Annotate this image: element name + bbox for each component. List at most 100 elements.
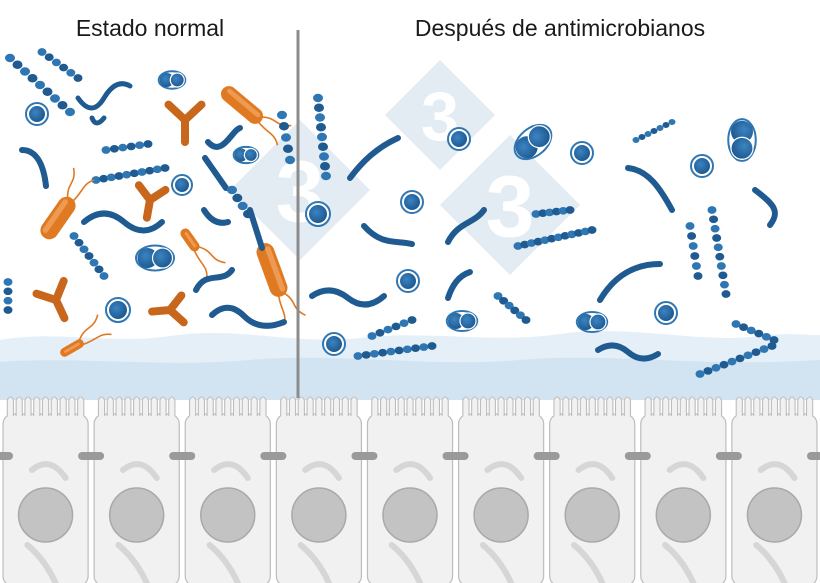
- microvilli: [553, 396, 632, 416]
- cell-nucleus: [17, 487, 74, 543]
- cytoplasm-shading: [753, 461, 798, 583]
- cytoplasm-shading: [297, 461, 342, 583]
- microvilli: [462, 396, 540, 416]
- microvilli: [644, 396, 723, 416]
- tight-junction: [169, 452, 196, 460]
- spirillum-icon: [193, 267, 235, 293]
- tight-junction: [260, 452, 287, 460]
- mucus-layer: [0, 331, 820, 400]
- watermark-diamond: 3: [385, 60, 495, 170]
- epithelial-cell: [549, 396, 636, 583]
- diplococcus-icon: [232, 145, 260, 165]
- panel-title-right: Después de antimicrobianos: [414, 15, 706, 41]
- epithelial-cell: [2, 396, 89, 583]
- spirillum-icon: [445, 269, 473, 301]
- streptococcus-chain-icon: [37, 48, 83, 82]
- spirillum-icon: [597, 261, 663, 303]
- flagellated-rod-icon: [180, 228, 226, 279]
- spirillum-icon: [625, 165, 675, 213]
- diplococcus-icon: [135, 244, 175, 272]
- diplococcus-icon: [575, 311, 609, 333]
- cell-nucleus: [108, 487, 165, 543]
- cytoplasm-shading: [571, 461, 616, 583]
- spirillum-icon: [81, 210, 165, 234]
- tight-junction: [0, 452, 13, 460]
- cell-nucleus: [473, 487, 529, 543]
- epithelial-cell: [275, 396, 363, 583]
- cytoplasm-shading: [206, 461, 251, 583]
- branched-bacterium-icon: [148, 291, 188, 327]
- streptococcus-chain-icon: [101, 140, 153, 154]
- epithelial-cell: [184, 396, 271, 583]
- tight-junction: [442, 452, 469, 460]
- branched-bacterium-icon: [164, 100, 206, 146]
- coccus-icon: [690, 154, 714, 178]
- spirillum-icon: [209, 304, 287, 329]
- coccus-icon: [171, 174, 193, 196]
- tight-junction: [624, 452, 651, 460]
- spirillum-icon: [202, 155, 229, 191]
- spirillum-icon: [19, 147, 49, 189]
- cytoplasm-shading: [115, 461, 160, 583]
- cell-nucleus: [564, 487, 620, 543]
- left-panel-microbes: [3, 48, 306, 357]
- spirillum-icon: [205, 125, 243, 150]
- panel-title-left: Estado normal: [75, 15, 225, 41]
- streptococcus-chain-icon: [531, 206, 575, 218]
- spirillum-icon: [309, 287, 387, 308]
- tight-junction: [715, 452, 742, 460]
- flagellated-rod-icon: [60, 314, 112, 357]
- cell-nucleus: [382, 487, 438, 543]
- streptococcus-chain-icon: [685, 222, 703, 280]
- streptococcus-chain-icon: [695, 342, 777, 378]
- tight-junction: [351, 452, 378, 460]
- coccus-icon: [25, 102, 49, 126]
- cytoplasm-shading: [479, 461, 525, 583]
- microvilli: [280, 396, 358, 416]
- watermark-diamond: 3: [440, 135, 580, 275]
- diplococcus-icon: [727, 118, 757, 162]
- cytoplasm-shading: [24, 461, 69, 583]
- microvilli: [735, 396, 814, 416]
- cytoplasm-shading: [662, 461, 707, 583]
- streptococcus-chain-icon: [353, 342, 437, 360]
- microvilli: [6, 396, 85, 416]
- spirillum-icon: [89, 115, 107, 126]
- epithelial-cell: [93, 396, 180, 583]
- mucus-lower: [0, 357, 820, 400]
- streptococcus-chain-icon: [707, 206, 731, 298]
- coccus-icon: [105, 297, 131, 323]
- spirillum-icon: [595, 342, 661, 362]
- microvilli: [97, 396, 176, 416]
- svg-text:3: 3: [486, 158, 535, 256]
- diplococcus-icon: [513, 123, 553, 161]
- coccus-icon: [570, 141, 594, 165]
- streptococcus-chain-icon: [731, 320, 779, 344]
- logo-333-watermark-icon: 333: [230, 60, 580, 275]
- microvilli: [371, 396, 449, 416]
- epithelial-cell: [731, 396, 818, 583]
- streptococcus-chain-icon: [69, 232, 109, 280]
- streptococcus-chain-icon: [5, 53, 75, 117]
- cytoplasm-shading: [388, 461, 434, 583]
- cell-nucleus: [746, 487, 803, 543]
- right-panel-microbes: [277, 93, 779, 378]
- diplococcus-icon: [157, 70, 187, 90]
- epithelium-layer: [0, 396, 820, 583]
- branched-bacterium-icon: [134, 181, 170, 222]
- epithelial-cell: [640, 396, 727, 583]
- coccus-icon: [305, 201, 331, 227]
- coccus-icon: [400, 190, 424, 214]
- flagellated-rod-icon: [40, 167, 95, 240]
- watermark-diamond: 3: [230, 120, 370, 260]
- cell-nucleus: [291, 487, 347, 543]
- coccus-icon: [322, 332, 346, 356]
- microvilli: [188, 396, 267, 416]
- streptococcus-chain-icon: [313, 93, 331, 181]
- spirillum-icon: [445, 207, 487, 245]
- spirillum-icon: [247, 207, 265, 251]
- coccus-icon: [447, 127, 471, 151]
- streptococcus-chain-icon: [277, 110, 295, 165]
